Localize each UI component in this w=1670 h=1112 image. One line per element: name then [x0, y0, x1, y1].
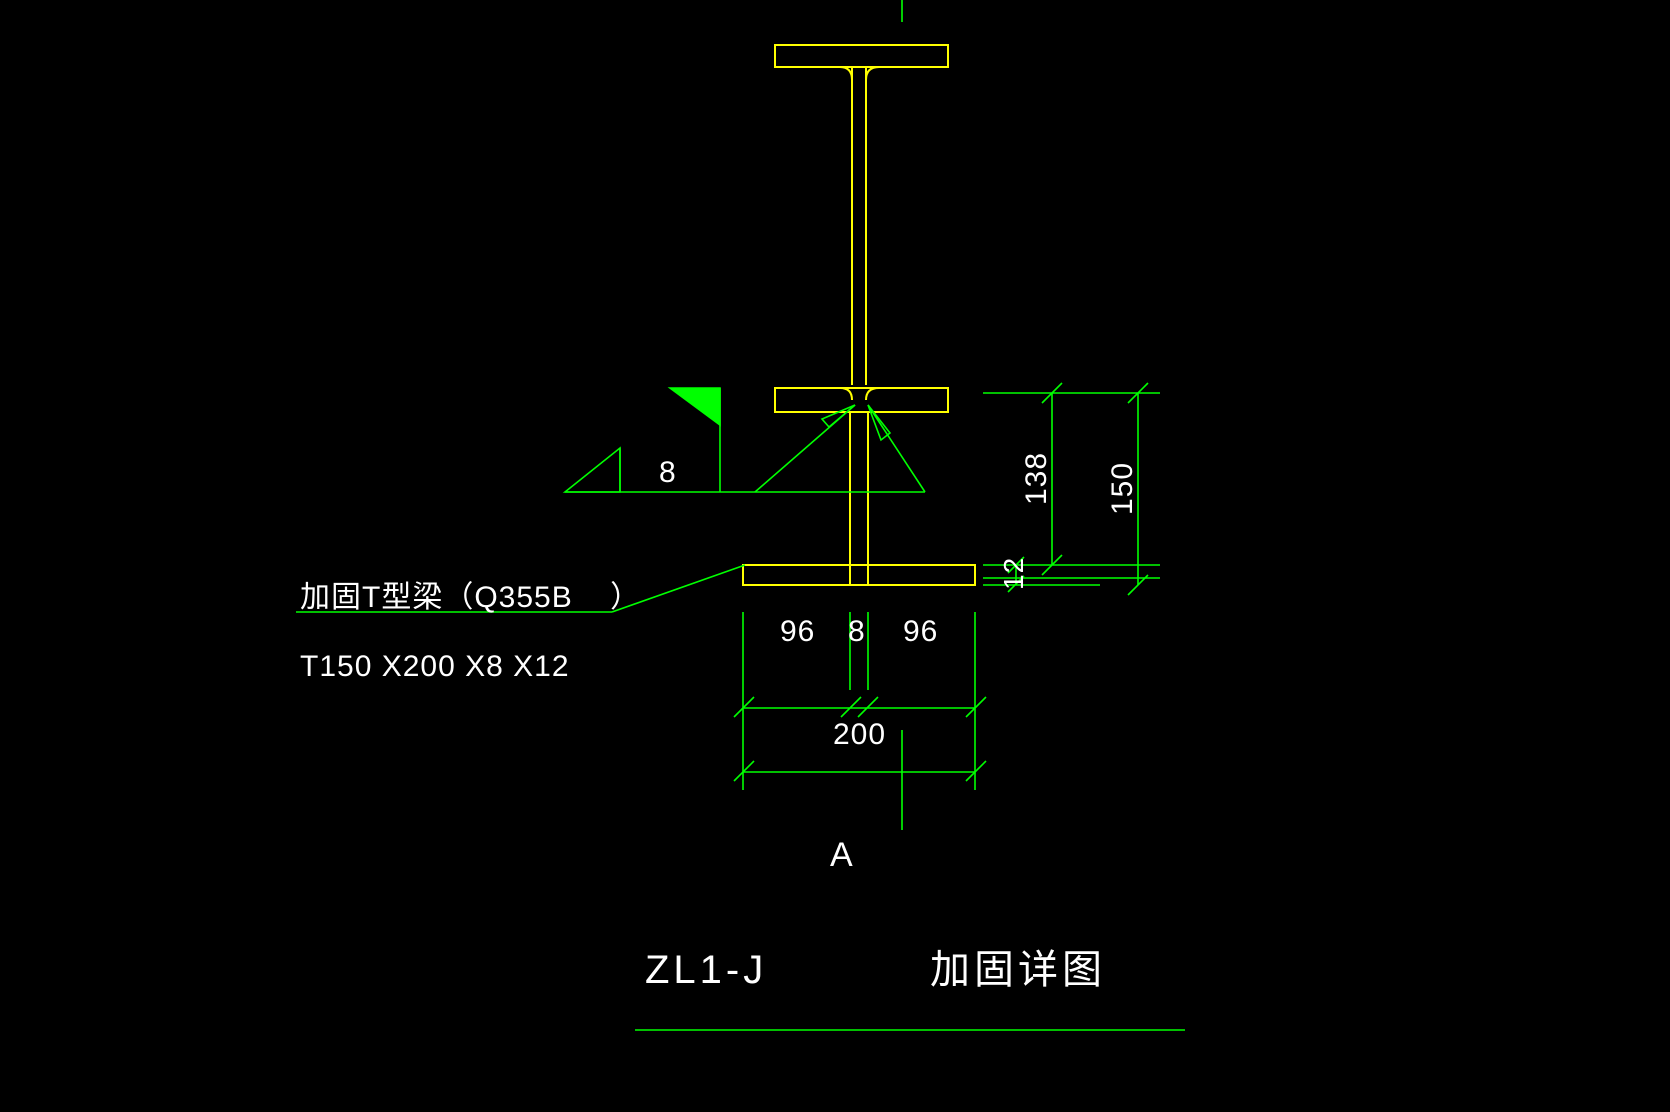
- dim-tick-chain-4: [965, 696, 987, 718]
- weld-arrowhead-right: [867, 404, 892, 442]
- weld-size-label: 8: [659, 456, 677, 489]
- label-leader-line: [611, 564, 746, 613]
- lower-flange-fillet-left: [839, 387, 853, 401]
- dim-tick-12-top: [1007, 556, 1025, 574]
- dim-text-150: 150: [1106, 461, 1139, 515]
- dim-tick-200-left: [733, 760, 755, 782]
- weld-flag-triangle: [667, 387, 721, 427]
- dim-text-8-web: 8: [848, 615, 866, 648]
- added-tee-bottom-flange: [742, 564, 976, 586]
- dim-tick-chain-2: [840, 696, 862, 718]
- existing-beam-lower-flange: [774, 387, 949, 413]
- dim-tick-chain-1: [733, 696, 755, 718]
- weld-triangle-open: [562, 446, 621, 493]
- web-top-fillet-right: [865, 66, 880, 81]
- section-marker-a: A: [830, 836, 854, 874]
- lower-flange-fillet-right: [865, 387, 880, 401]
- dim-tick-138-top: [1041, 382, 1063, 404]
- dim-tick-150-top: [1127, 382, 1149, 404]
- dim-text-12: 12: [998, 556, 1029, 590]
- dim-tick-150-bot: [1127, 574, 1149, 596]
- reinforcement-label-line2: T150 X200 X8 X12: [300, 650, 570, 683]
- dim-text-96-left: 96: [780, 615, 816, 648]
- dim-tick-138-bot: [1041, 554, 1063, 576]
- dim-tick-12-bot: [1007, 575, 1025, 593]
- dim-tick-chain-3: [857, 696, 879, 718]
- dim-tick-200-right: [965, 760, 987, 782]
- weld-arrow-leader-right: [867, 404, 926, 493]
- dim-text-138: 138: [1020, 451, 1053, 505]
- dim-text-96-right: 96: [903, 615, 939, 648]
- drawing-title: ZL1-J: [645, 948, 768, 992]
- weld-arrowhead-left: [820, 404, 856, 429]
- web-top-fillet-left: [839, 66, 853, 81]
- existing-beam-top-flange: [774, 44, 949, 68]
- dim-text-200: 200: [833, 718, 887, 751]
- drawing-title-suffix: 加固详图: [930, 948, 1106, 992]
- reinforcement-label-line1: 加固T型梁（Q355B ）: [300, 581, 642, 614]
